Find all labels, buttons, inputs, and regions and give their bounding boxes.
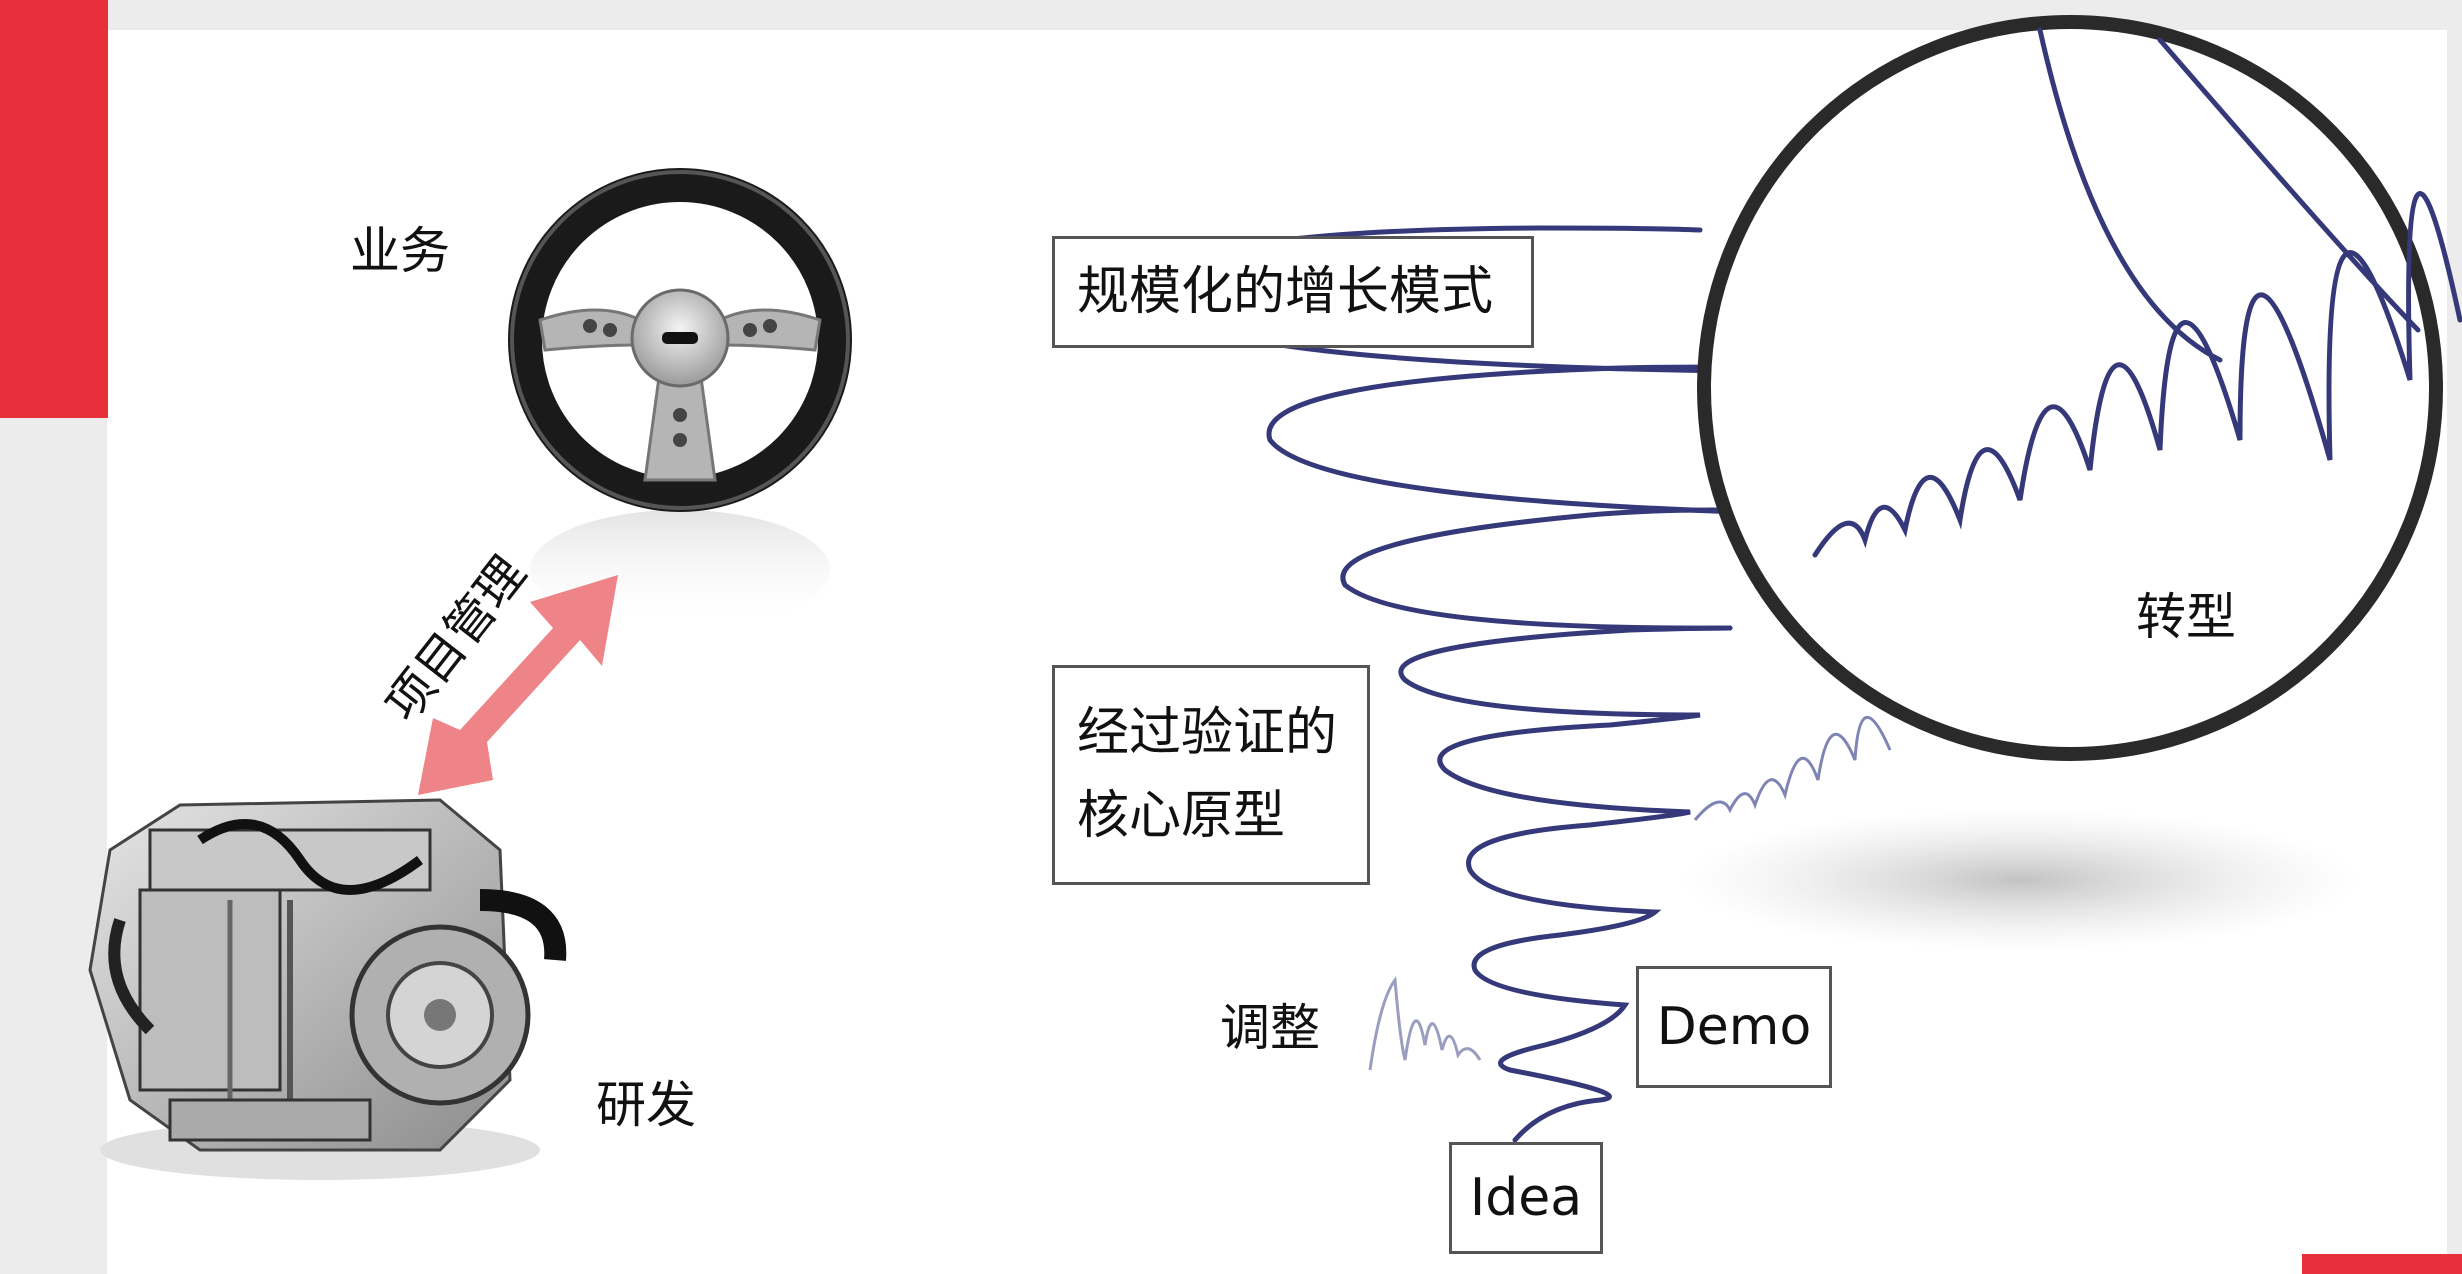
magnifier-shadow: [1680, 810, 2360, 950]
demo-scribble: [1693, 715, 1892, 821]
adjust-label: 调整: [1220, 999, 1320, 1057]
double-arrow-icon: [418, 575, 618, 795]
magnifier-circle: [1697, 15, 2462, 761]
steering-wheel-icon: [508, 168, 852, 630]
core-prototype-box: 经过验证的 核心原型: [1052, 665, 1370, 885]
business-label: 业务: [350, 222, 450, 280]
idea-text: Idea: [1469, 1167, 1583, 1228]
scaled-growth-text: 规模化的增长模式: [1077, 261, 1494, 322]
core-prototype-line1: 经过验证的: [1077, 702, 1338, 763]
idea-box: Idea: [1449, 1142, 1603, 1254]
core-prototype-line2: 核心原型: [1077, 786, 1286, 846]
demo-box: Demo: [1636, 966, 1832, 1088]
bottom-accent-bar: [2302, 1254, 2462, 1274]
engine-icon: [88, 798, 567, 1180]
left-accent-bar: [0, 0, 108, 418]
scaled-growth-box: 规模化的增长模式: [1052, 236, 1534, 348]
transformation-label: 转型: [2136, 588, 2236, 646]
demo-text: Demo: [1656, 996, 1812, 1057]
rnd-label: 研发: [596, 1076, 696, 1134]
adjust-scribble: [1368, 975, 1482, 1071]
